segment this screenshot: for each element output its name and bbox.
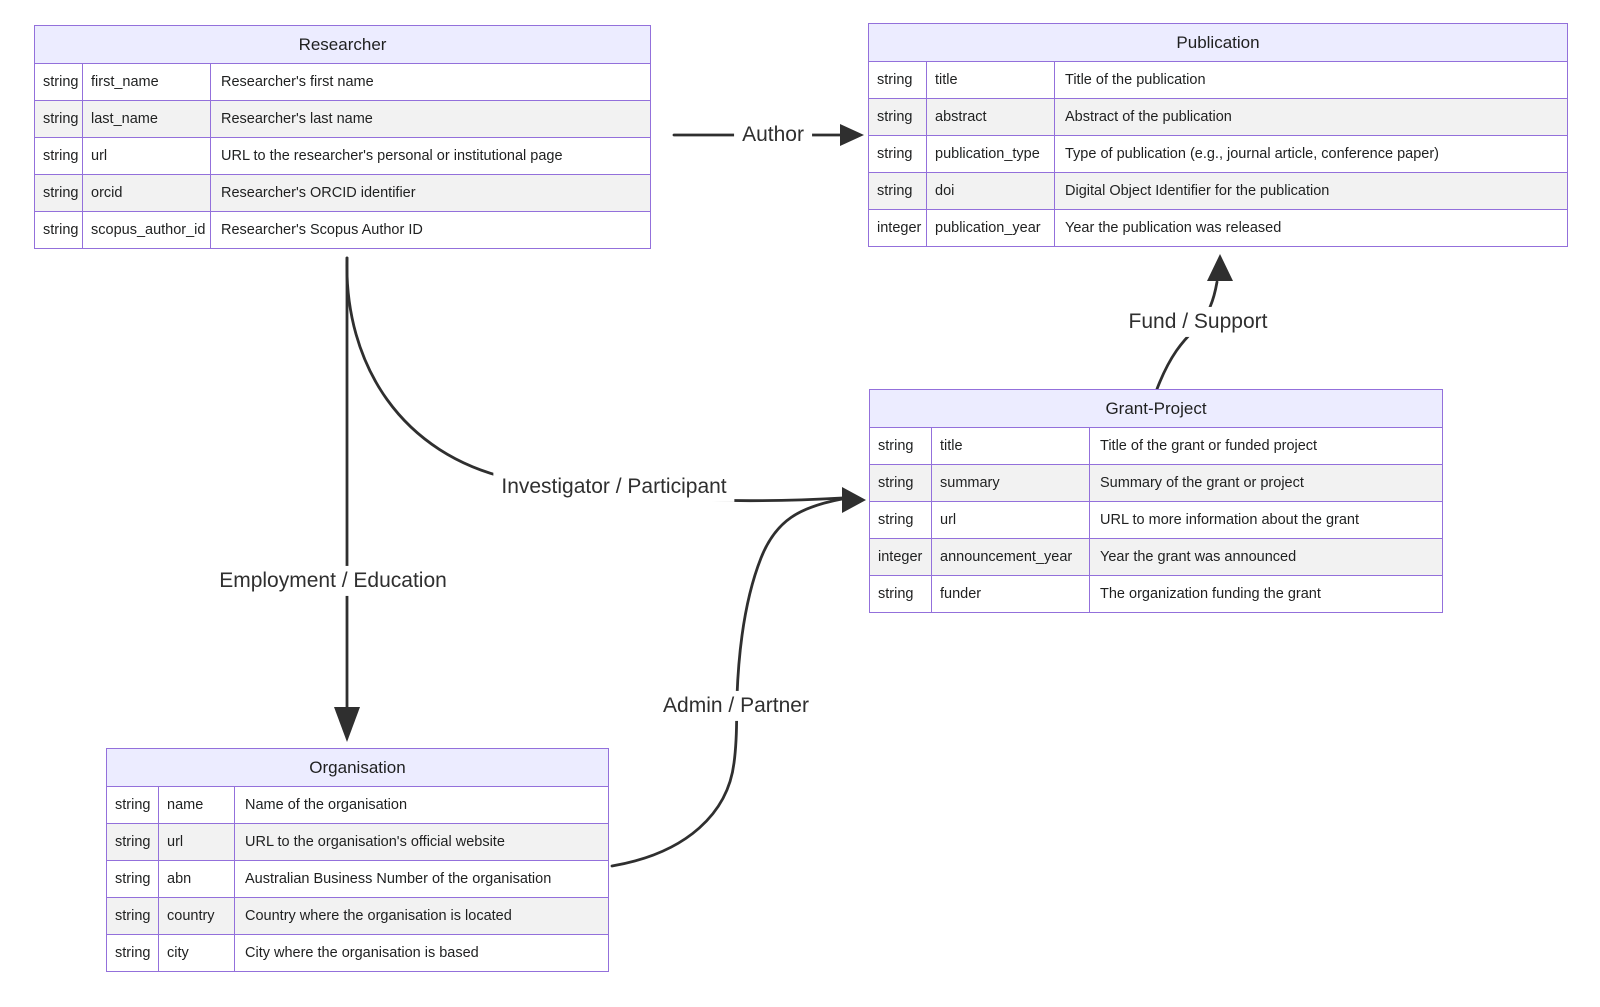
attribute-name: city <box>158 934 235 972</box>
attribute-row: string abn Australian Business Number of… <box>106 860 609 898</box>
attribute-row: string url URL to more information about… <box>869 501 1443 539</box>
attribute-type: string <box>34 63 83 101</box>
investigator-participant-edge <box>345 256 844 503</box>
attribute-name: title <box>931 427 1090 465</box>
attribute-name: last_name <box>82 100 211 138</box>
attribute-description: Country where the organisation is locate… <box>234 897 609 935</box>
attribute-name: abstract <box>926 98 1055 136</box>
attribute-name: doi <box>926 172 1055 210</box>
attribute-type: string <box>106 786 159 824</box>
attribute-description: Type of publication (e.g., journal artic… <box>1054 135 1568 173</box>
attribute-type: integer <box>868 209 927 247</box>
relationship-label-author: Author <box>734 119 812 151</box>
attribute-name: publication_year <box>926 209 1055 247</box>
attribute-type: string <box>34 174 83 212</box>
attribute-description: Title of the publication <box>1054 61 1568 99</box>
entity-title-researcher: Researcher <box>34 25 651 64</box>
attribute-name: url <box>158 823 235 861</box>
attribute-type: string <box>34 137 83 175</box>
attribute-name: title <box>926 61 1055 99</box>
attribute-type: string <box>868 98 927 136</box>
attribute-type: string <box>34 211 83 249</box>
attribute-type: string <box>106 823 159 861</box>
attribute-name: url <box>82 137 211 175</box>
attribute-description: Name of the organisation <box>234 786 609 824</box>
attribute-name: first_name <box>82 63 211 101</box>
attribute-row: string doi Digital Object Identifier for… <box>868 172 1568 210</box>
attribute-row: string abstract Abstract of the publicat… <box>868 98 1568 136</box>
attribute-description: Year the grant was announced <box>1089 538 1443 576</box>
attribute-type: string <box>106 934 159 972</box>
attribute-name: funder <box>931 575 1090 613</box>
attribute-name: summary <box>931 464 1090 502</box>
entity-organisation: Organisation string name Name of the org… <box>106 748 609 972</box>
attribute-row: string funder The organization funding t… <box>869 575 1443 613</box>
attribute-description: Researcher's Scopus Author ID <box>210 211 651 249</box>
entity-title-grant-project: Grant-Project <box>869 389 1443 428</box>
attribute-row: string last_name Researcher's last name <box>34 100 651 138</box>
entity-title-organisation: Organisation <box>106 748 609 787</box>
attribute-row: string url URL to the researcher's perso… <box>34 137 651 175</box>
attribute-row: string first_name Researcher's first nam… <box>34 63 651 101</box>
attribute-description: Digital Object Identifier for the public… <box>1054 172 1568 210</box>
employment-arrowhead <box>334 707 360 742</box>
attribute-name: orcid <box>82 174 211 212</box>
attribute-description: Researcher's last name <box>210 100 651 138</box>
attribute-row: string url URL to the organisation's off… <box>106 823 609 861</box>
relationship-label-fund-support: Fund / Support <box>1120 306 1276 338</box>
attribute-type: string <box>868 61 927 99</box>
attribute-name: publication_type <box>926 135 1055 173</box>
attribute-row: string title Title of the grant or funde… <box>869 427 1443 465</box>
relationship-label-admin-partner: Admin / Partner <box>655 690 817 722</box>
attribute-type: string <box>868 135 927 173</box>
attribute-row: string summary Summary of the grant or p… <box>869 464 1443 502</box>
attribute-type: string <box>869 501 932 539</box>
attribute-name: country <box>158 897 235 935</box>
attribute-name: scopus_author_id <box>82 211 211 249</box>
attribute-description: Researcher's first name <box>210 63 651 101</box>
attribute-description: URL to more information about the grant <box>1089 501 1443 539</box>
attribute-name: abn <box>158 860 235 898</box>
attribute-row: string country Country where the organis… <box>106 897 609 935</box>
attribute-description: URL to the organisation's official websi… <box>234 823 609 861</box>
entity-title-publication: Publication <box>868 23 1568 62</box>
attribute-name: announcement_year <box>931 538 1090 576</box>
attribute-name: url <box>931 501 1090 539</box>
attribute-description: Researcher's ORCID identifier <box>210 174 651 212</box>
attribute-type: string <box>106 860 159 898</box>
attribute-row: string publication_type Type of publicat… <box>868 135 1568 173</box>
attribute-row: integer publication_year Year the public… <box>868 209 1568 247</box>
attribute-type: string <box>868 172 927 210</box>
attribute-description: URL to the researcher's personal or inst… <box>210 137 651 175</box>
relationship-label-investigator-participant: Investigator / Participant <box>493 471 735 503</box>
attribute-row: string title Title of the publication <box>868 61 1568 99</box>
attribute-name: name <box>158 786 235 824</box>
attribute-description: City where the organisation is based <box>234 934 609 972</box>
attribute-description: Year the publication was released <box>1054 209 1568 247</box>
attribute-type: string <box>869 575 932 613</box>
attribute-description: Abstract of the publication <box>1054 98 1568 136</box>
attribute-row: string name Name of the organisation <box>106 786 609 824</box>
attribute-description: Title of the grant or funded project <box>1089 427 1443 465</box>
grant-arrowhead <box>842 487 866 513</box>
entity-researcher: Researcher string first_name Researcher'… <box>34 25 651 249</box>
attribute-description: The organization funding the grant <box>1089 575 1443 613</box>
entity-publication: Publication string title Title of the pu… <box>868 23 1568 247</box>
attribute-description: Summary of the grant or project <box>1089 464 1443 502</box>
attribute-type: string <box>106 897 159 935</box>
fund-arrowhead <box>1207 254 1233 281</box>
attribute-description: Australian Business Number of the organi… <box>234 860 609 898</box>
author-arrowhead <box>840 124 864 146</box>
attribute-row: string orcid Researcher's ORCID identifi… <box>34 174 651 212</box>
attribute-type: string <box>869 464 932 502</box>
attribute-type: string <box>869 427 932 465</box>
attribute-row: integer announcement_year Year the grant… <box>869 538 1443 576</box>
attribute-type: string <box>34 100 83 138</box>
relationship-label-employment-education: Employment / Education <box>211 565 455 597</box>
attribute-type: integer <box>869 538 932 576</box>
attribute-row: string city City where the organisation … <box>106 934 609 972</box>
attribute-row: string scopus_author_id Researcher's Sco… <box>34 211 651 249</box>
admin-partner-edge <box>610 497 844 868</box>
entity-grant-project: Grant-Project string title Title of the … <box>869 389 1443 613</box>
